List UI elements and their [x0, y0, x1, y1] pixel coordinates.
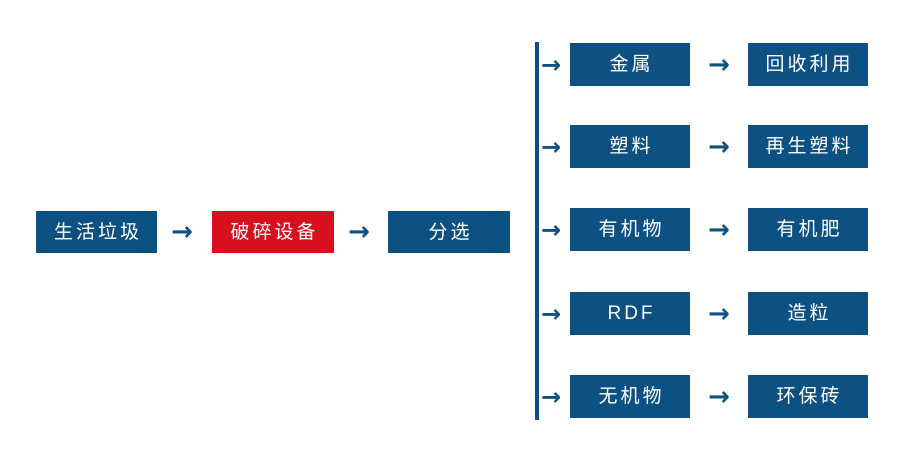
arrow-right-icon-product-2: →: [708, 131, 730, 162]
node-product-organic-fertilizer[interactable]: 有机肥: [748, 208, 868, 251]
arrow-right-icon-branch-3: →: [540, 215, 562, 244]
node-product-eco-brick[interactable]: 环保砖: [748, 375, 868, 418]
node-category-metal[interactable]: 金属: [570, 43, 690, 86]
node-crusher[interactable]: 破碎设备: [212, 211, 334, 253]
node-product-recycling[interactable]: 回收利用: [748, 43, 868, 86]
arrow-right-icon-product-3: →: [708, 214, 730, 245]
arrow-right-icon-branch-4: →: [540, 299, 562, 328]
arrow-right-icon-product-4: →: [708, 298, 730, 329]
arrow-right-icon-branch-5: →: [540, 382, 562, 411]
node-waste[interactable]: 生活垃圾: [36, 211, 157, 253]
arrow-right-icon-product-1: →: [708, 49, 730, 80]
arrow-right-icon-branch-2: →: [540, 132, 562, 161]
arrow-right-icon-product-5: →: [708, 381, 730, 412]
node-product-granulation[interactable]: 造粒: [748, 292, 868, 335]
arrow-right-icon-main-2: →: [348, 217, 370, 247]
node-product-recycled-plastic[interactable]: 再生塑料: [748, 125, 868, 168]
arrow-right-icon-main-1: →: [171, 217, 193, 247]
node-sorting[interactable]: 分选: [388, 211, 510, 253]
node-category-inorganic[interactable]: 无机物: [570, 375, 690, 418]
node-category-organic[interactable]: 有机物: [570, 208, 690, 251]
node-category-plastic[interactable]: 塑料: [570, 125, 690, 168]
branch-spine-connector: [535, 42, 539, 420]
node-category-rdf[interactable]: RDF: [570, 292, 690, 335]
arrow-right-icon-branch-1: →: [540, 50, 562, 79]
